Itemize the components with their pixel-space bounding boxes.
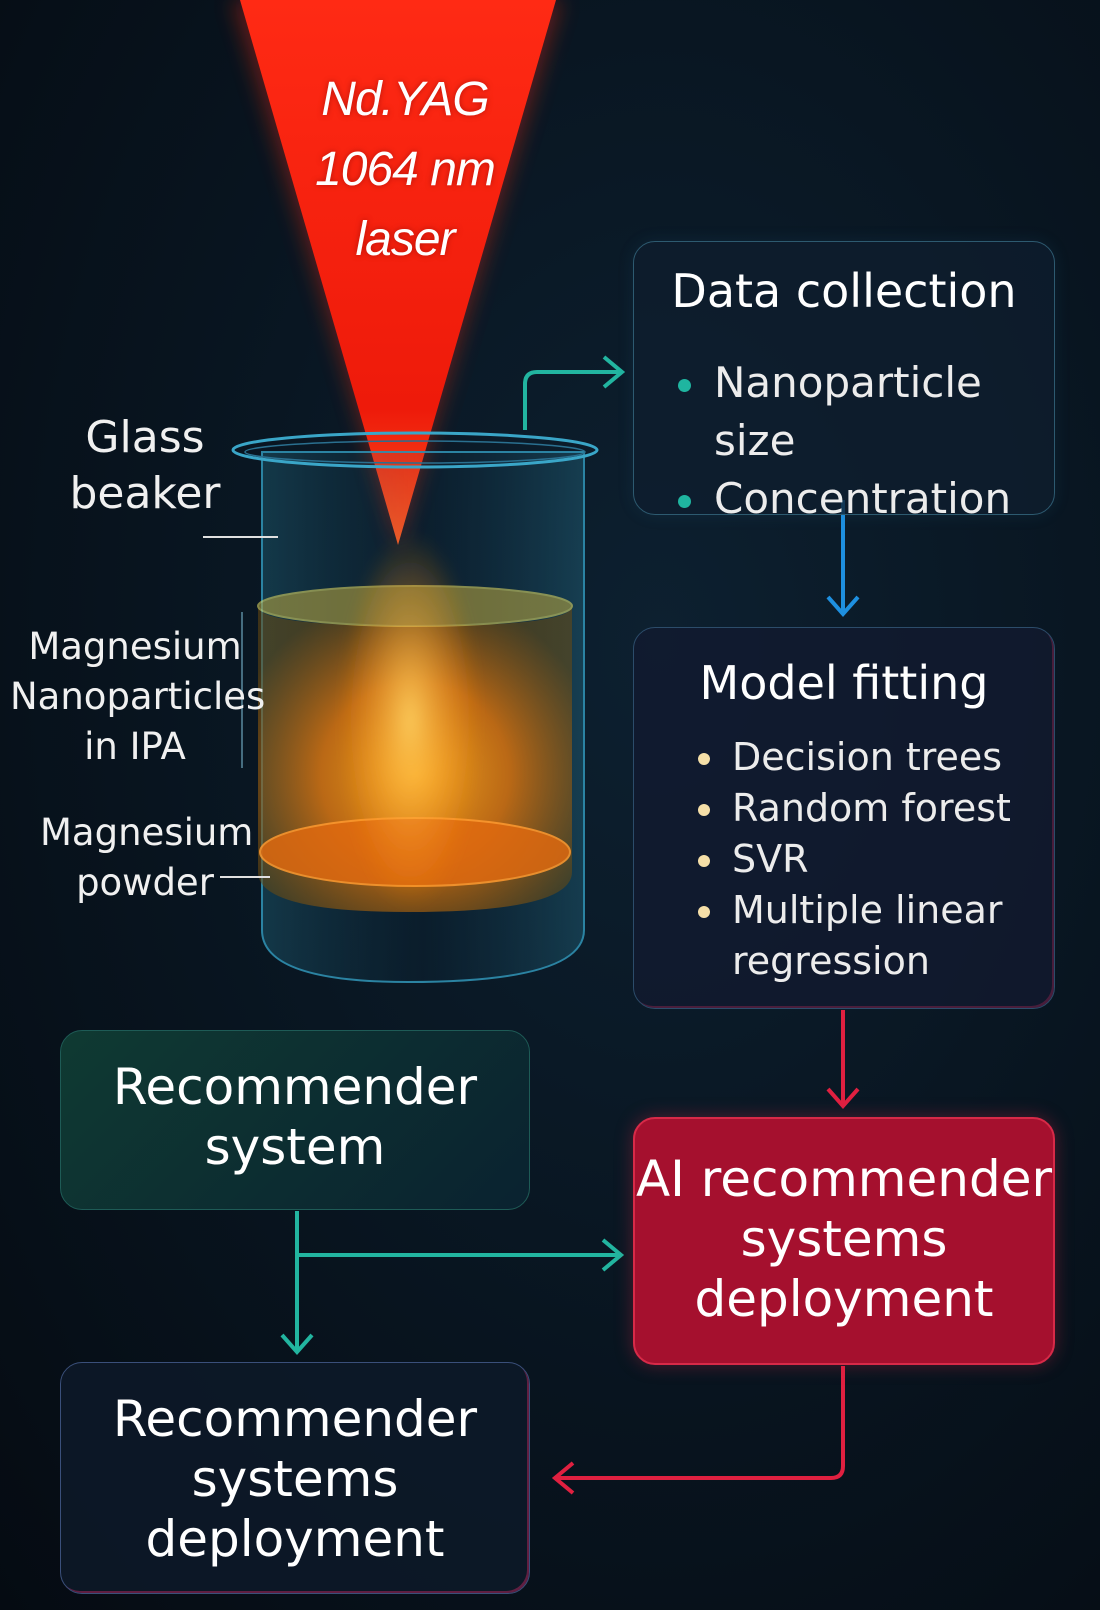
list-item: SVR — [698, 834, 1011, 885]
list-item-label: Concentration — [714, 474, 1012, 523]
glass-beaker-label: Glass beaker — [50, 410, 240, 522]
model-fitting-list: Decision trees Random forest SVR Multipl… — [698, 732, 1011, 987]
bullet-icon — [698, 855, 710, 867]
final-deployment-title-line-3: deployment — [145, 1510, 445, 1568]
bullet-icon — [698, 906, 710, 918]
connector-arrows — [280, 355, 860, 1495]
list-item-label: regression — [732, 939, 930, 983]
bullet-icon — [698, 804, 710, 816]
powder-label-line-2: powder — [76, 861, 214, 904]
data-collection-title: Data collection — [671, 264, 1017, 318]
laser-label-line-2: 1064 nm — [315, 143, 496, 196]
final-deployment-title-line-1: Recommender — [112, 1390, 478, 1448]
ai-deployment-title-line-1: AI recommender — [635, 1150, 1053, 1208]
list-item-label: Decision trees — [732, 735, 1003, 779]
laser-label-line-1: Nd.YAG — [321, 73, 489, 126]
ai-deployment-title-line-2: systems — [740, 1210, 948, 1268]
nanoparticles-label-line-2: Nanoparticles — [10, 675, 266, 718]
list-item: Concentration — [678, 470, 1054, 528]
list-item: Multiple linear — [698, 885, 1011, 936]
data-collection-box: Data collection Nanoparticle size Concen… — [633, 241, 1055, 523]
nanoparticles-label-line-1: Magnesium — [28, 625, 242, 668]
bullet-icon — [698, 753, 710, 765]
laser-beam — [232, 0, 562, 548]
recommender-system-title: Recommender system — [61, 1057, 529, 1177]
bullet-icon — [678, 379, 691, 392]
bullet-icon — [678, 495, 691, 508]
nanoparticles-label-line-3: in IPA — [84, 725, 186, 768]
recommender-system-title-line-1: Recommender — [112, 1058, 478, 1116]
powder-label: Magnesium powder — [40, 808, 254, 908]
list-item-continuation: regression — [698, 936, 1011, 987]
final-deployment-title-line-2: systems — [191, 1450, 399, 1508]
ai-recommender-deployment-box: AI recommender systems deployment — [633, 1117, 1055, 1365]
data-collection-list: Nanoparticle size Concentration — [678, 354, 1054, 528]
glass-beaker-label-line-2: beaker — [69, 468, 221, 519]
list-item-label: Nanoparticle size — [714, 358, 982, 465]
list-item-label: Random forest — [732, 786, 1011, 830]
list-item: Nanoparticle size — [678, 354, 1054, 470]
powder-label-line-1: Magnesium — [40, 811, 254, 854]
recommender-system-box: Recommender system — [60, 1030, 530, 1210]
list-item-label: Multiple linear — [732, 888, 1003, 932]
glass-beaker — [231, 431, 599, 984]
model-fitting-title: Model fitting — [699, 656, 989, 710]
list-item: Random forest — [698, 783, 1011, 834]
ai-deployment-title-line-3: deployment — [694, 1270, 994, 1328]
recommender-system-title-line-2: system — [204, 1118, 386, 1176]
glass-beaker-label-line-1: Glass — [85, 412, 205, 463]
recommender-systems-deployment-box: Recommender systems deployment — [60, 1362, 530, 1594]
recommender-systems-deployment-title: Recommender systems deployment — [61, 1389, 529, 1569]
nanoparticles-label: Magnesium Nanoparticles in IPA — [10, 622, 266, 772]
model-fitting-box: Model fitting Decision trees Random fore… — [633, 627, 1055, 1009]
list-item-label: SVR — [732, 837, 809, 881]
ai-recommender-deployment-title: AI recommender systems deployment — [635, 1149, 1053, 1329]
list-item: Decision trees — [698, 732, 1011, 783]
laser-label-line-3: laser — [355, 213, 455, 266]
